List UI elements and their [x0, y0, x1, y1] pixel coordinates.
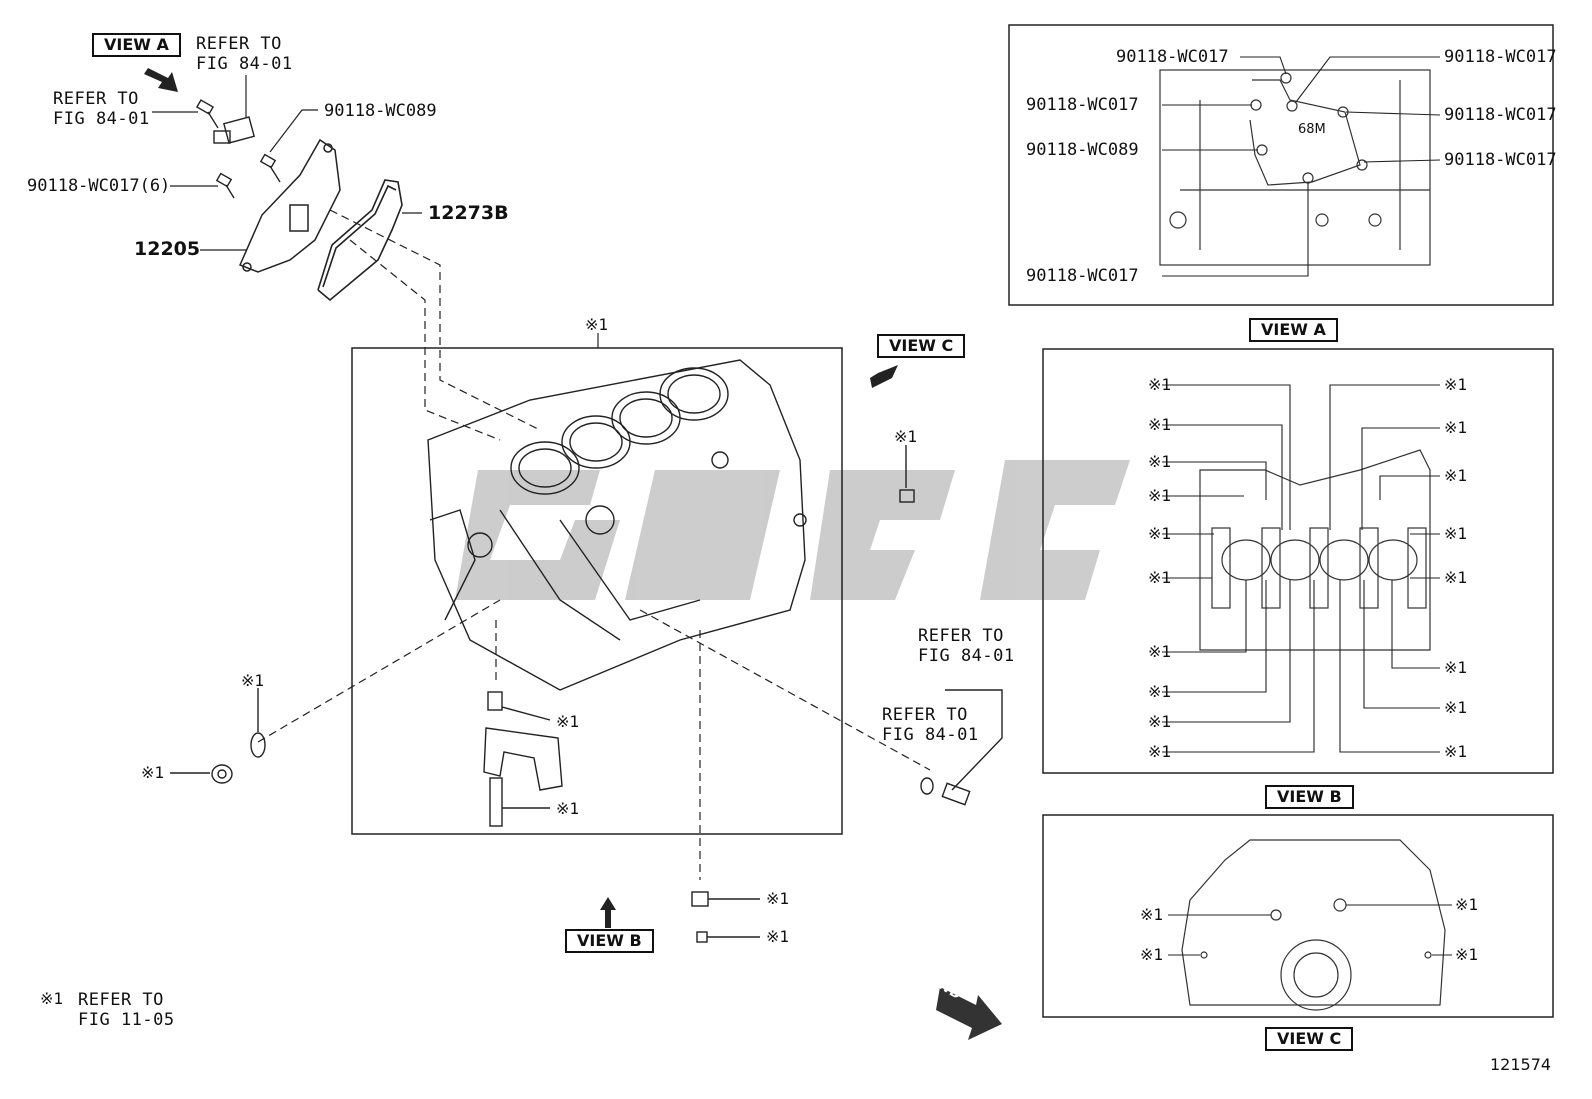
view-a-bolt-4: 90118-WC017 — [1444, 105, 1557, 125]
diagram-id: 121574 — [1490, 1055, 1552, 1074]
view-b-mark-r2: ※1 — [1444, 418, 1468, 437]
mark-dowel-right: ※1 — [894, 427, 918, 446]
footnote-refer: REFER TO FIG 11-05 — [78, 990, 175, 1030]
view-b-callout: VIEW B — [565, 929, 654, 953]
small-parts-graphics — [170, 445, 1003, 943]
view-b-mark-r5: ※1 — [1444, 568, 1468, 587]
footnote-mark: ※1 — [40, 989, 64, 1008]
mark-block: ※1 — [585, 315, 609, 334]
view-a-bolt-2: 90118-WC017 — [1444, 47, 1557, 67]
view-b-title: VIEW B — [1265, 785, 1354, 809]
fwd-arrow-graphic — [936, 987, 1002, 1040]
view-b-mark-r1: ※1 — [1444, 375, 1468, 394]
view-b-mark-r6: ※1 — [1444, 658, 1468, 677]
engine-block-graphic — [427, 359, 807, 691]
view-b-mark-r4: ※1 — [1444, 524, 1468, 543]
view-b-frame — [1042, 348, 1554, 774]
gasket-graphic — [317, 179, 403, 302]
view-b-mark-l7: ※1 — [1148, 642, 1172, 661]
view-b-mark-l8: ※1 — [1148, 682, 1172, 701]
view-b-leaders — [1162, 384, 1440, 753]
view-b-sketch — [1199, 449, 1431, 651]
view-b-mark-l4: ※1 — [1148, 486, 1172, 505]
view-a-bolt-1: 90118-WC017 — [1116, 47, 1229, 67]
view-b-mark-l5: ※1 — [1148, 524, 1172, 543]
watermark-graphic — [455, 460, 1130, 600]
view-c-mark-r1: ※1 — [1455, 895, 1479, 914]
mark-nozzle: ※1 — [766, 889, 790, 908]
part-bolt-wc089: 90118-WC089 — [324, 101, 437, 121]
view-b-mark-l9: ※1 — [1148, 712, 1172, 731]
part-cover: 12205 — [134, 238, 201, 260]
view-a-bolt-3: 90118-WC017 — [1026, 95, 1139, 115]
view-b-mark-l1: ※1 — [1148, 375, 1172, 394]
mark-nozzle-bolt: ※1 — [766, 927, 790, 946]
refer-label-right-2: REFER TO FIG 84-01 — [882, 705, 979, 745]
view-c-title: VIEW C — [1265, 1027, 1354, 1051]
view-c-sketch — [1181, 839, 1446, 1011]
refer-label-top: REFER TO FIG 84-01 — [196, 34, 293, 74]
mark-dowel: ※1 — [556, 712, 580, 731]
view-b-mark-l10: ※1 — [1148, 742, 1172, 761]
view-c-frame — [1042, 814, 1554, 1018]
view-a-title: VIEW A — [1249, 318, 1338, 342]
mark-bolt: ※1 — [556, 799, 580, 818]
view-a-arrow-graphic — [144, 68, 178, 92]
view-c-mark-r2: ※1 — [1455, 945, 1479, 964]
main-block-frame — [351, 347, 843, 835]
timing-cover-graphic — [238, 138, 341, 273]
view-b-mark-l3: ※1 — [1148, 452, 1172, 471]
label-leaders-tl — [152, 75, 422, 251]
view-b-mark-r8: ※1 — [1444, 742, 1468, 761]
mark-oring: ※1 — [241, 671, 265, 690]
part-gasket: 12273B — [428, 202, 509, 224]
mark-plug: ※1 — [141, 763, 165, 782]
view-c-leaders — [1168, 904, 1452, 956]
view-c-callout: VIEW C — [877, 334, 966, 358]
refer-label-right-1: REFER TO FIG 84-01 — [918, 626, 1015, 666]
view-b-mark-l6: ※1 — [1148, 568, 1172, 587]
view-a-leaders — [1162, 56, 1441, 277]
part-bolt-wc017-6: 90118-WC017(6) — [27, 176, 171, 196]
view-a-bolt-6: 90118-WC017 — [1026, 266, 1139, 286]
bolt-graphics — [195, 99, 281, 199]
view-c-arrow-graphic — [870, 365, 898, 388]
view-a-frame — [1008, 24, 1554, 306]
view-b-arrow-graphic — [600, 897, 616, 928]
refer-label-left: REFER TO FIG 84-01 — [53, 89, 150, 129]
view-a-sketch — [1159, 69, 1431, 266]
view-b-mark-l2: ※1 — [1148, 415, 1172, 434]
view-c-mark-l1: ※1 — [1140, 905, 1164, 924]
view-a-68m: 68M — [1298, 122, 1326, 137]
view-b-mark-r7: ※1 — [1444, 698, 1468, 717]
view-b-mark-r3: ※1 — [1444, 466, 1468, 485]
view-a-bolt-5: 90118-WC017 — [1444, 150, 1557, 170]
view-c-mark-l2: ※1 — [1140, 945, 1164, 964]
view-a-callout: VIEW A — [92, 33, 181, 57]
dashed-leaders — [257, 209, 931, 880]
view-a-bolt-wc089: 90118-WC089 — [1026, 140, 1139, 160]
